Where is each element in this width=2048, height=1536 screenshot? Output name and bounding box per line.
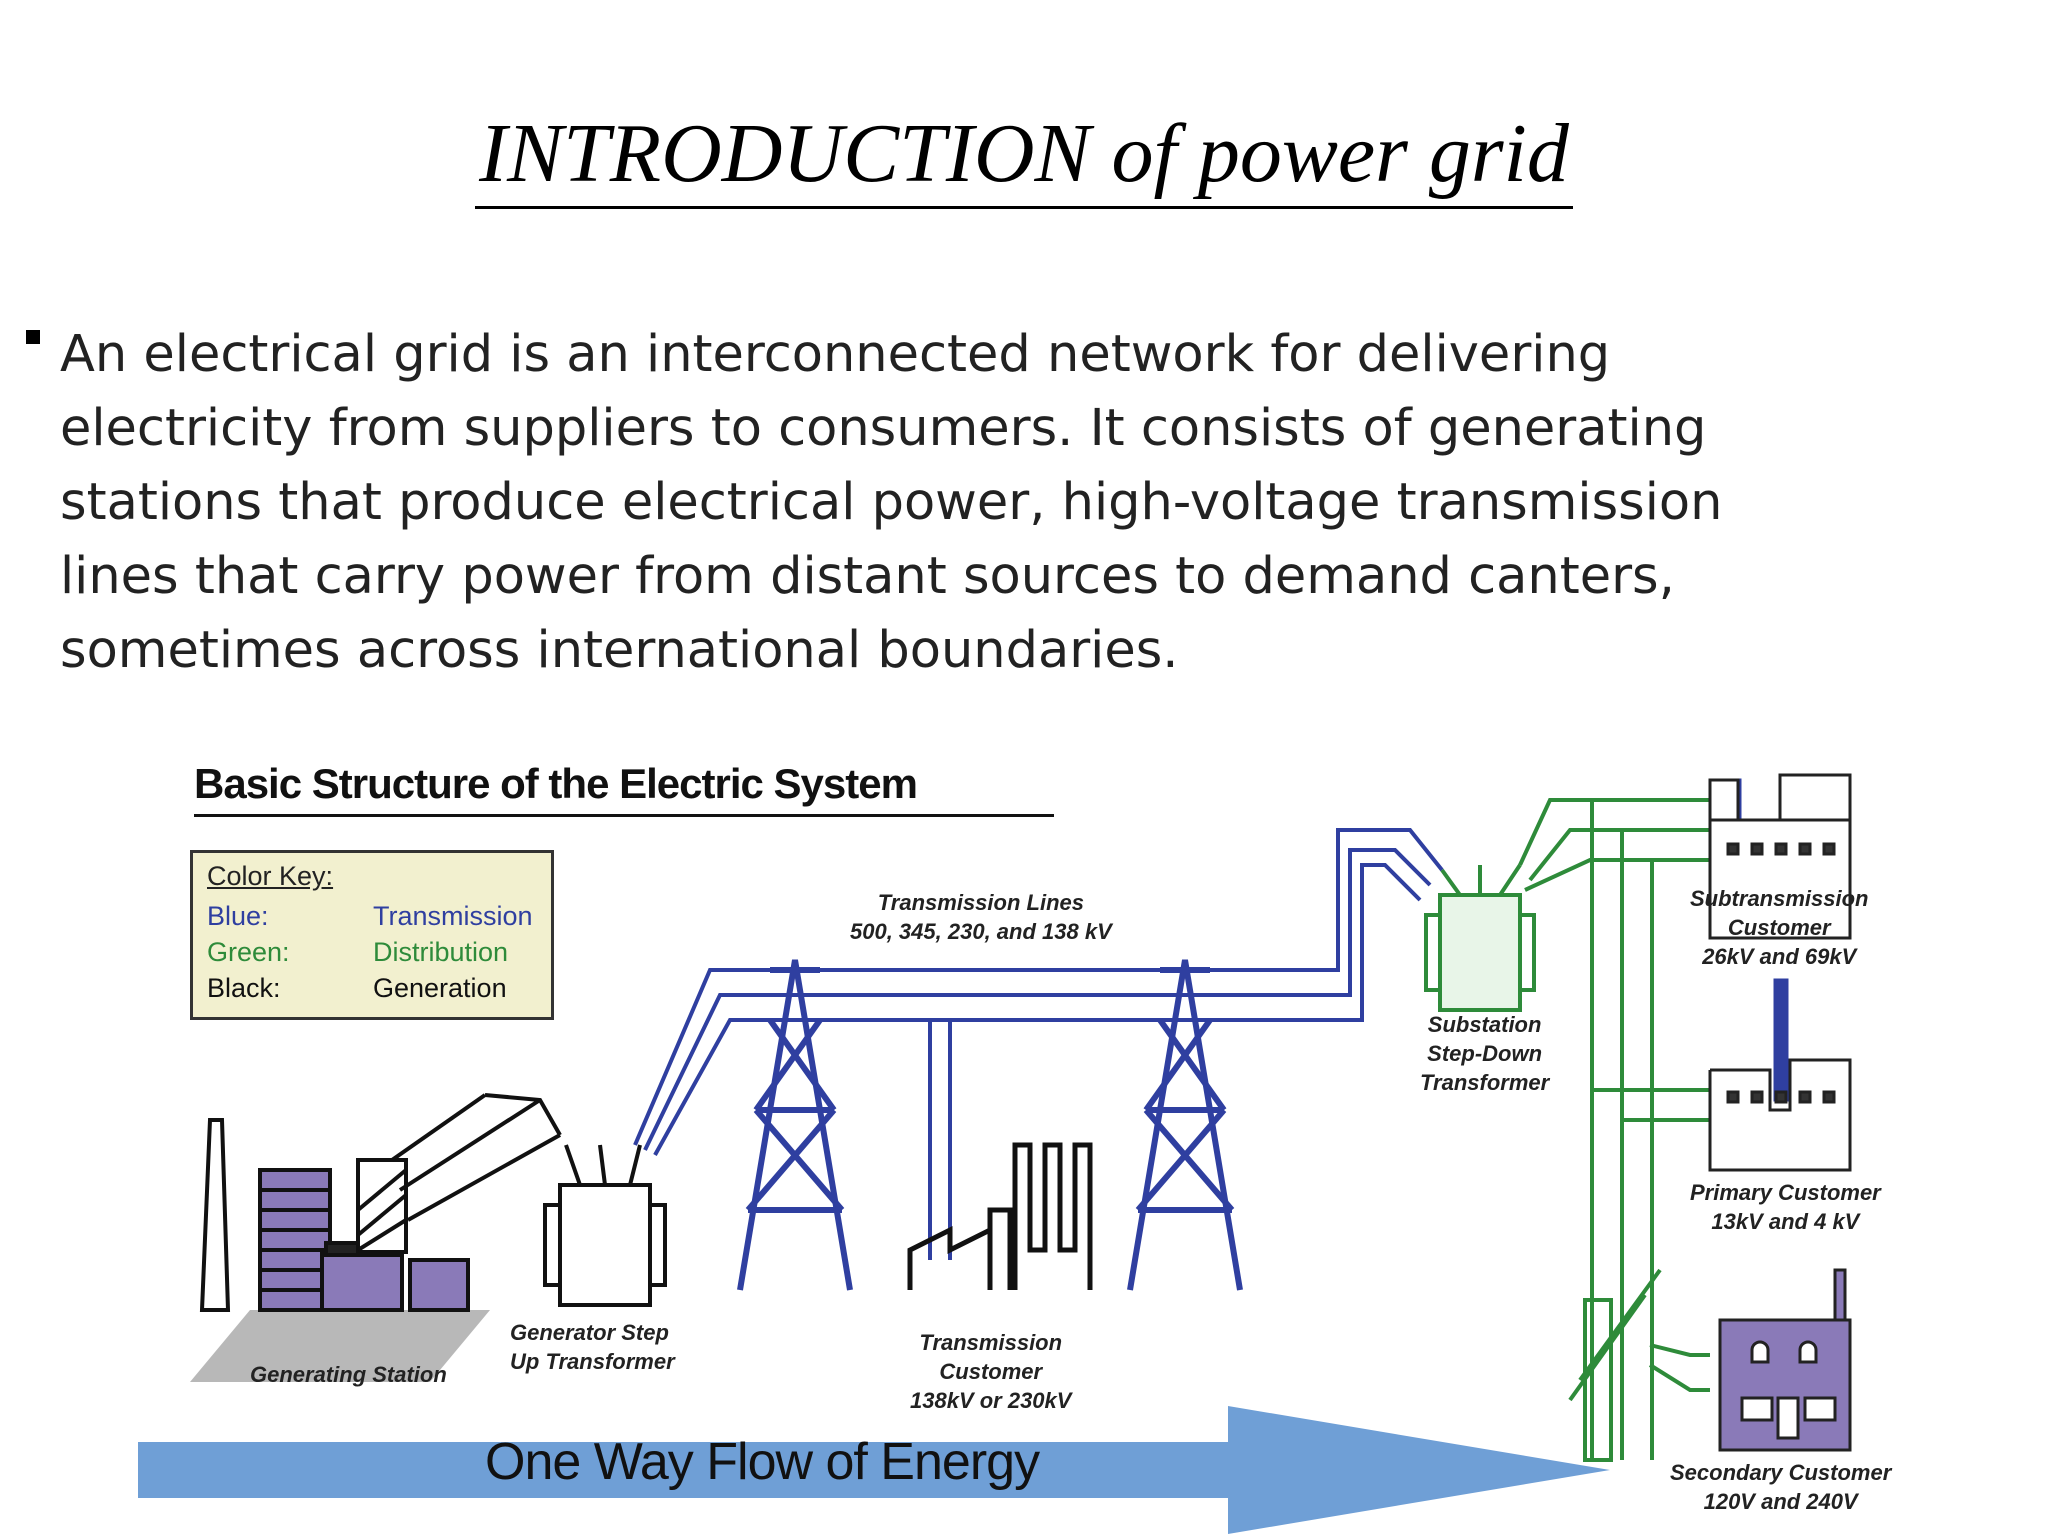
color-key-box: Color Key: Blue: Transmission Green: Dis… <box>190 850 554 1020</box>
body-line: stations that produce electrical power, … <box>60 473 1723 532</box>
step-up-transformer-icon <box>543 1144 667 1307</box>
color-key-heading: Color Key: <box>207 861 334 891</box>
house-icon <box>1718 1268 1852 1452</box>
label-line: Up Transformer <box>510 1349 675 1374</box>
label-line: Transmission <box>919 1330 1063 1355</box>
substation-label: Substation Step-Down Transformer <box>1420 1010 1549 1097</box>
transmission-lines <box>633 828 1444 1260</box>
label-line: Generator Step <box>510 1320 669 1345</box>
body-line: electricity from suppliers to consumers.… <box>60 399 1707 458</box>
factory-icon <box>907 1142 1093 1290</box>
label-line: Transformer <box>1420 1070 1550 1095</box>
building-icon <box>1708 978 1852 1172</box>
body-line: An electrical grid is an interconnected … <box>60 325 1611 384</box>
label-line: Step-Down <box>1427 1041 1543 1066</box>
station-shadow <box>190 1310 490 1382</box>
energy-flow-arrow <box>138 1406 1610 1534</box>
diagram-drawing <box>138 773 1852 1534</box>
bullet-marker <box>26 330 40 344</box>
energy-flow-label: One Way Flow of Energy <box>485 1433 1040 1491</box>
transmission-tower-icon <box>737 959 853 1291</box>
body-line: sometimes across international boundarie… <box>60 621 1179 668</box>
label-line: 26kV and 69kV <box>1702 944 1857 969</box>
generating-station-label: Generating Station <box>250 1360 447 1389</box>
label-line: Subtransmission <box>1690 886 1869 911</box>
label-line: Substation <box>1427 1012 1542 1037</box>
label-line: Customer <box>939 1359 1043 1384</box>
slide-title: INTRODUCTION of power grid <box>0 107 2048 209</box>
color-key-name-black: Black: <box>207 973 281 1003</box>
color-key-meaning-transmission: Transmission <box>373 901 533 931</box>
color-key-name-blue: Blue: <box>207 901 269 931</box>
body-line: lines that carry power from distant sour… <box>60 547 1675 606</box>
label-line: 138kV or 230kV <box>910 1388 1072 1413</box>
subtransmission-customer-label: Subtransmission Customer 26kV and 69kV <box>1690 884 1868 971</box>
generator-step-up-label: Generator Step Up Transformer <box>510 1318 675 1376</box>
building-icon <box>1708 773 1852 940</box>
diagram-title: Basic Structure of the Electric System <box>194 760 1054 817</box>
distribution-lines <box>1518 798 1710 1462</box>
slide-title-text: INTRODUCTION of power grid <box>475 107 1573 209</box>
label-line: Generating Station <box>250 1362 447 1387</box>
generating-station-icon <box>199 1093 562 1312</box>
label-line: 120V and 240V <box>1703 1489 1858 1514</box>
color-key-name-green: Green: <box>207 937 290 967</box>
transmission-lines-label: Transmission Lines 500, 345, 230, and 13… <box>850 888 1112 946</box>
label-line: 500, 345, 230, and 138 kV <box>850 919 1112 944</box>
substation-transformer-icon <box>1424 863 1536 1012</box>
color-key-meaning-distribution: Distribution <box>373 937 509 967</box>
secondary-customer-label: Secondary Customer 120V and 240V <box>1670 1458 1891 1516</box>
label-line: Secondary Customer <box>1670 1460 1892 1485</box>
slide-body-text: An electrical grid is an interconnected … <box>60 318 1980 668</box>
transmission-customer-label: Transmission Customer 138kV or 230kV <box>910 1328 1071 1415</box>
label-line: Customer <box>1727 915 1831 940</box>
transmission-tower-icon <box>1127 959 1243 1291</box>
color-key-meaning-generation: Generation <box>373 973 507 1003</box>
primary-customer-label: Primary Customer 13kV and 4 kV <box>1690 1178 1881 1236</box>
label-line: 13kV and 4 kV <box>1711 1209 1860 1234</box>
electric-system-diagram: Basic Structure of the Electric System C… <box>130 690 1891 1536</box>
label-line: Primary Customer <box>1690 1180 1881 1205</box>
label-line: Transmission Lines <box>877 890 1084 915</box>
